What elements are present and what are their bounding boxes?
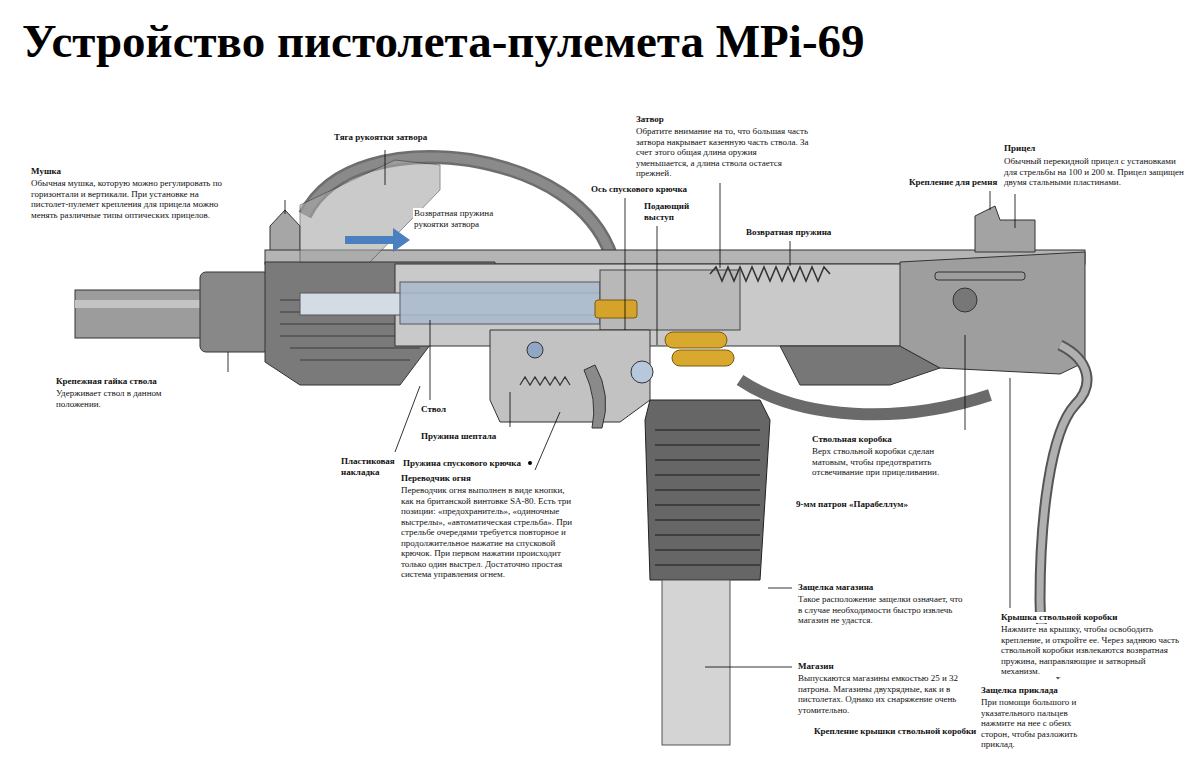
part-note: Выпускаются магазины емкостью 25 и 32 па…: [797, 673, 969, 715]
part-note: Обратите внимание на то, что большая час…: [635, 126, 812, 179]
leader-line: [1010, 378, 1011, 608]
rib: [300, 359, 410, 361]
part-name: Тяга рукоятки затвора: [333, 132, 428, 143]
part-note: Возвратная пружина рукоятки затвора: [413, 208, 515, 229]
cover-latch: [953, 288, 977, 312]
part-name: Ось спускового крючка: [590, 184, 688, 195]
trigger: [584, 365, 606, 428]
rib: [655, 549, 760, 551]
leader-line: [395, 386, 420, 452]
return-spring: [710, 267, 830, 281]
part-name: Ствол: [420, 404, 447, 415]
barrel: [75, 290, 205, 338]
cartridge: [665, 332, 727, 348]
rib: [655, 474, 760, 476]
leader-line: [790, 241, 791, 266]
rib: [655, 489, 760, 491]
rib: [655, 534, 760, 536]
part-note: Обычный перекидной прицел с установками …: [1003, 156, 1185, 188]
barrel-nut: [200, 272, 270, 352]
motion-arrow: [345, 228, 410, 252]
trigger-spring: [520, 377, 570, 385]
part-name: Пружина спускового крючка: [402, 458, 522, 469]
rib: [290, 347, 420, 349]
part-name: Защелка приклада: [980, 685, 1059, 696]
pistol-grip: [645, 400, 770, 580]
leader-line: [625, 198, 626, 330]
selector-button: [527, 342, 543, 358]
rib: [655, 444, 760, 446]
leader-dot: [528, 461, 532, 465]
title: Устройство пистолета-пулемета MPi-69: [22, 16, 865, 68]
leader-line: [965, 335, 966, 430]
part-note: При помощи большого и указательного паль…: [980, 697, 1102, 750]
rib: [655, 459, 760, 461]
leader-line: [990, 191, 991, 210]
part-name: Крепление для ремня: [908, 177, 998, 188]
rib: [655, 504, 760, 506]
leader-line: [430, 320, 431, 400]
part-name: Мушка: [30, 166, 62, 177]
part-name: Крепление крышки ствольной коробки: [813, 726, 977, 737]
magazine: [662, 580, 730, 745]
part-name: Затвор: [635, 114, 665, 125]
rear-sight: [975, 206, 1035, 252]
part-name: Пружина шептала: [420, 431, 497, 442]
leader-line: [720, 183, 721, 268]
grip-ribs: [655, 430, 760, 565]
trigger-pin: [631, 361, 653, 383]
part-name: Подающий выступ: [643, 201, 697, 222]
leader-line: [705, 667, 792, 668]
part-note: Обычная мушка, которую можно регулироват…: [30, 178, 237, 220]
part-name: Крышка ствольной коробки: [1000, 612, 1118, 623]
part-note: Удерживает ствол в данном положении.: [55, 388, 172, 409]
part-name: Возвратная пружина: [745, 227, 832, 238]
part-note: Такое расположение защелки означает, что…: [797, 594, 964, 626]
leader-line: [1015, 194, 1016, 228]
rib: [655, 519, 760, 521]
part-name: Пластиковая накладка: [340, 456, 400, 477]
barrel-highlight: [75, 300, 205, 308]
leader-line: [285, 200, 286, 214]
leader-line: [657, 226, 658, 345]
leader-line: [228, 352, 229, 372]
rib: [655, 564, 760, 566]
trigger-housing: [490, 330, 650, 422]
cartridge: [672, 350, 734, 366]
bolt: [400, 282, 600, 324]
slot: [935, 272, 1025, 280]
part-name: Прицел: [1003, 143, 1036, 154]
part-name: Переводчик огня: [400, 473, 472, 484]
rib: [655, 429, 760, 431]
part-name: 9-мм патрон «Парабеллум»: [795, 499, 909, 510]
part-note: Нажмите на крышку, чтобы освободить креп…: [1000, 624, 1187, 677]
leader-lines: [228, 150, 1015, 667]
cartridge: [595, 300, 637, 318]
part-name: Защелка магазина: [797, 582, 874, 593]
leader-line: [510, 392, 511, 427]
part-note: Верх ствольной коробки сделан матовым, ч…: [811, 446, 973, 478]
leader-line: [768, 588, 792, 589]
part-note: Переводчик огня выполнен в виде кнопки, …: [400, 485, 577, 580]
rear-receiver: [900, 252, 1085, 374]
part-name: Ствольная коробка: [811, 434, 893, 445]
part-name: Крепежная гайка ствола: [55, 376, 158, 387]
leader-line: [535, 412, 560, 470]
leader-line: [385, 150, 386, 185]
part-name: Магазин: [797, 661, 835, 672]
front-sight: [270, 210, 300, 256]
